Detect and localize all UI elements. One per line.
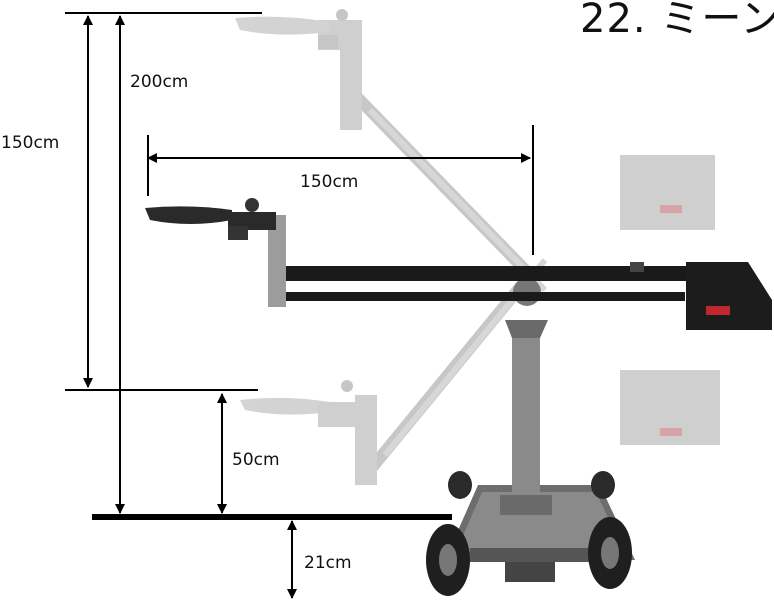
dimension-lines xyxy=(65,12,534,599)
main-arm xyxy=(145,198,772,330)
rear-wheel-left xyxy=(448,471,472,499)
page-title: 22. ミーン xyxy=(580,0,774,42)
ghost-arm-down xyxy=(240,155,715,485)
brand-badge xyxy=(706,306,730,315)
ghost-arm-up xyxy=(235,9,720,445)
dolly-base xyxy=(426,471,635,596)
dimension-label-below-ground: 21cm xyxy=(304,553,352,573)
rear-wheel-right xyxy=(591,471,615,499)
dimension-label-total-height: 200cm xyxy=(130,72,189,92)
dimension-label-arm-horizontal-reach: 150cm xyxy=(300,172,359,192)
dimension-label-min-height: 50cm xyxy=(232,450,280,470)
support-column xyxy=(500,278,552,515)
dimension-label-arm-vertical-range: 150cm xyxy=(1,133,60,153)
